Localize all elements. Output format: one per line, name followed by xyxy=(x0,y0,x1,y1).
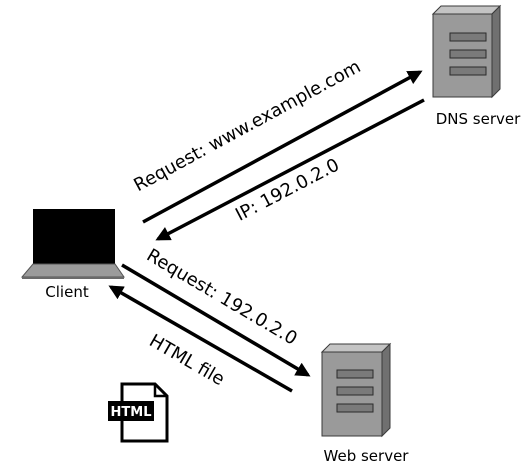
web-server-icon xyxy=(320,342,392,438)
client-label: Client xyxy=(45,283,89,301)
web-response-arrow xyxy=(108,285,293,393)
html-file-icon: HTML xyxy=(108,382,169,443)
web-server-label: Web server xyxy=(324,447,410,465)
dns-response-arrow xyxy=(155,98,425,241)
web-request-arrow xyxy=(121,263,311,377)
dns-request-arrow xyxy=(142,70,423,224)
laptop-icon xyxy=(20,209,125,279)
web-response-label: HTML file xyxy=(145,330,228,390)
html-badge-text: HTML xyxy=(111,405,152,420)
web-request-label: Request: 192.0.2.0 xyxy=(143,245,301,350)
dns-server-icon xyxy=(431,4,502,99)
dns-server-label: DNS server xyxy=(436,110,521,128)
